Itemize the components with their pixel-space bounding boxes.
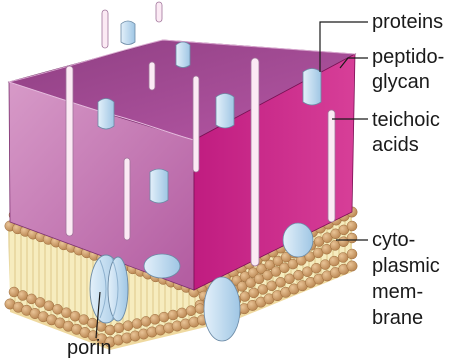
lipid-head xyxy=(186,306,196,316)
lipid-head xyxy=(347,221,357,231)
membrane-label-line1: cyto- xyxy=(372,228,415,252)
membrane-label-line3: mem- xyxy=(372,280,423,304)
teichoic-acids-label-line1: teichoic xyxy=(372,108,440,132)
lipid-head xyxy=(347,249,357,259)
porin-label: porin xyxy=(67,336,111,360)
lipid-head xyxy=(240,292,250,302)
peptidoglycan-label-line2: glycan xyxy=(372,70,430,94)
lipid-head xyxy=(347,233,357,243)
lipid-head xyxy=(105,325,115,335)
lipid-head xyxy=(195,304,205,314)
proteins-label: proteins xyxy=(372,10,443,34)
lipid-head xyxy=(123,321,133,331)
lipid-head xyxy=(294,270,304,280)
lipid-head xyxy=(159,312,169,322)
lipid-head xyxy=(249,288,259,298)
membrane-label-line4: brane xyxy=(372,306,423,330)
lipid-head xyxy=(320,260,330,270)
lipid-head xyxy=(267,281,277,291)
peptidoglycan-label-line1: peptido- xyxy=(372,45,444,69)
teichoic-acids-label-line2: acids xyxy=(372,133,419,157)
lipid-head xyxy=(302,267,312,277)
lipid-head xyxy=(347,261,357,271)
lipid-head xyxy=(258,284,268,294)
lipid-head xyxy=(329,256,339,266)
lipid-head xyxy=(285,274,295,284)
lipid-head xyxy=(53,304,63,314)
porin xyxy=(90,255,128,323)
lipid-head xyxy=(141,316,151,326)
lipid-head xyxy=(177,308,187,318)
lipid-head xyxy=(150,314,160,324)
membrane-label-line2: plasmic xyxy=(372,254,440,278)
lipid-head xyxy=(114,323,124,333)
lipid-head xyxy=(168,310,178,320)
lipid-head xyxy=(88,318,98,328)
lipid-head xyxy=(276,277,286,287)
lipid-head xyxy=(132,319,142,329)
lipid-head xyxy=(311,263,321,273)
lipid-head xyxy=(18,291,28,301)
lipid-head xyxy=(338,253,348,263)
